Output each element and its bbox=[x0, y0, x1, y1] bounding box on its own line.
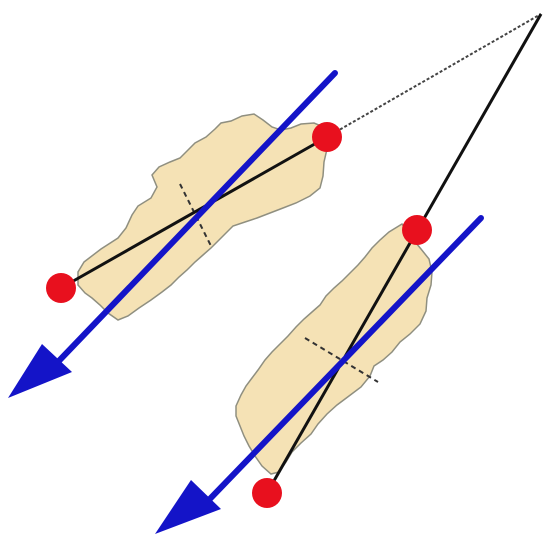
upper-dotted-line bbox=[326, 13, 542, 138]
upper-left-endpoint bbox=[46, 273, 76, 303]
upper-arrow bbox=[8, 70, 338, 398]
lower-connector-line bbox=[265, 13, 543, 494]
lower-bottom-endpoint bbox=[252, 478, 282, 508]
upper-minor-axis bbox=[179, 183, 212, 247]
upper-segment-line bbox=[60, 135, 328, 290]
upper-right-endpoint bbox=[312, 122, 342, 152]
upper-blob bbox=[77, 113, 331, 321]
lower-arrow bbox=[155, 215, 484, 534]
lower-top-endpoint bbox=[402, 215, 432, 245]
lower-blob bbox=[235, 222, 433, 475]
